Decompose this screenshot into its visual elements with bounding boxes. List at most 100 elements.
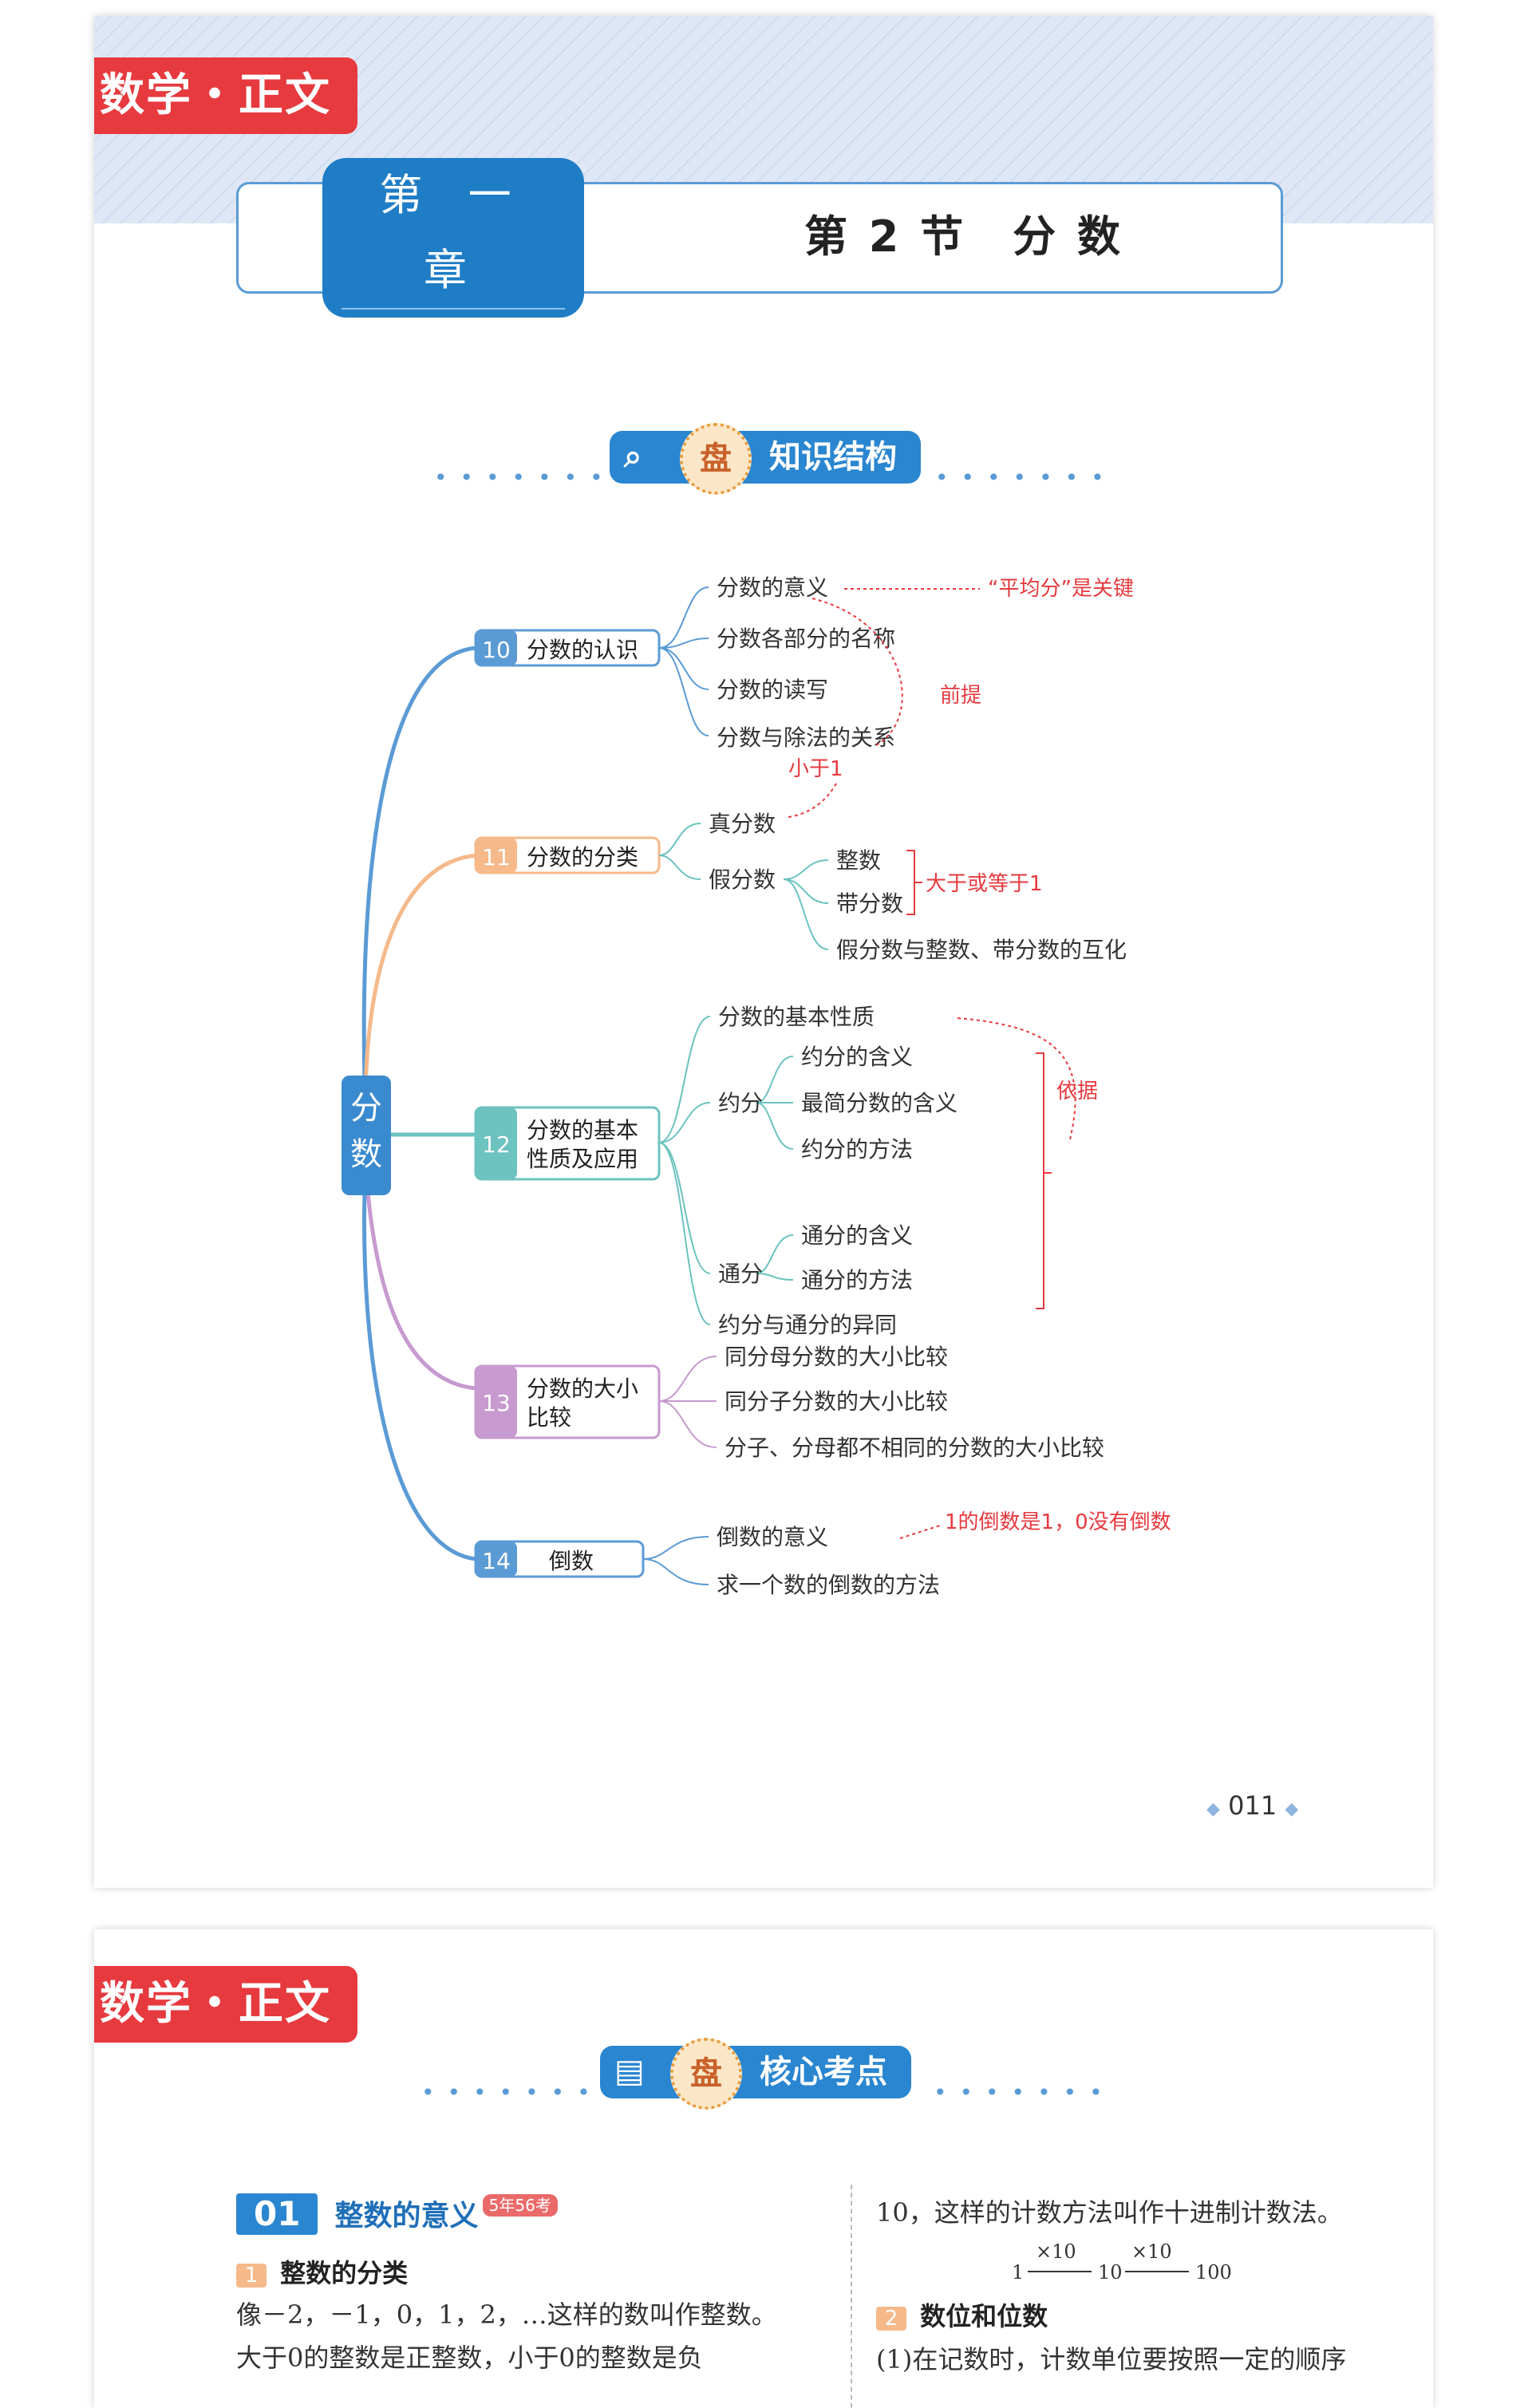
trunk-branch-14	[362, 1164, 476, 1561]
leaf-different-both: 分子、分母都不相同的分数的大小比较	[725, 1435, 1104, 1461]
leaf-common-denominator: 通分	[718, 1261, 763, 1287]
trunk-branch-10	[361, 645, 478, 1108]
subject-tag-2: 数学・正文	[94, 1966, 357, 2043]
branch-node-13: 13 分数的大小 比较	[474, 1364, 661, 1439]
right-column: 10，这样的计数方法叫作十进制计数法。 1 ×10 10 ×10 100 2 数…	[876, 2193, 1419, 2376]
mind-map: 分 数 10 分数的认识 分数的意义 分数各部分的名称 分数的读写 分数与除法的…	[342, 574, 1171, 1598]
sub2-header: 2 数位和位数	[876, 2296, 1419, 2331]
leaf-fraction-part-names: 分数各部分的名称	[717, 626, 895, 652]
formula-times-ten-b: ×10	[1131, 2240, 1172, 2263]
note-reciprocal: 1的倒数是1，0没有倒数	[945, 1510, 1171, 1534]
document-icon: ▤	[614, 2053, 645, 2090]
magnify-doc-icon: ⌕	[624, 438, 642, 475]
dots-right: •••••••	[935, 464, 1117, 491]
section-title: 第 2 节 分 数	[804, 211, 1123, 262]
formula-hundred: 100	[1195, 2261, 1232, 2284]
subject-tag: 数学・正文	[94, 57, 357, 134]
leaf-conversion: 假分数与整数、带分数的互化	[836, 937, 1127, 963]
trunk-branch-13	[363, 1164, 476, 1391]
sub1-title: 整数的分类	[280, 2258, 409, 2288]
column-divider	[851, 2185, 852, 2408]
branch-label-12-line1: 分数的基本	[527, 1117, 638, 1143]
left-column: 01 整数的意义 5年56考 1 整数的分类 像－2，－1，0，1，2，…这样的…	[236, 2193, 843, 2374]
note-basis: 依据	[1056, 1080, 1098, 1103]
leaf-reciprocal-method: 求一个数的倒数的方法	[717, 1572, 940, 1598]
chapter-title: 数的认识	[367, 322, 539, 373]
sub1-text-1: 像－2，－1，0，1，2，…这样的数叫作整数。	[236, 2299, 777, 2330]
trunk-branch-11	[363, 853, 478, 1108]
leaf-reduction: 约分	[718, 1090, 763, 1116]
sub1-text-2: 大于0的整数是正整数，小于0的整数是负	[236, 2343, 703, 2373]
dots-left: •••••••	[434, 464, 616, 491]
leaf-improper-fraction: 假分数	[709, 866, 776, 893]
branch-label-12-line2: 性质及应用	[527, 1146, 638, 1172]
branch-num-12: 12	[482, 1131, 511, 1158]
leaf-common-method: 通分的方法	[801, 1267, 913, 1293]
leaf-simplest-meaning: 最简分数的含义	[801, 1090, 958, 1116]
section-banner-2: ▤ 盘 核心考点	[600, 2038, 911, 2110]
formula-times-ten-a: ×10	[1036, 2240, 1076, 2263]
leaf-fraction-read-write: 分数的读写	[717, 677, 828, 703]
leaf-reduction-method: 约分的方法	[801, 1136, 913, 1163]
leaf-same-numerator: 同分子分数的大小比较	[725, 1388, 948, 1415]
leaf-fraction-meaning: 分数的意义	[717, 574, 828, 601]
branch-num-14: 14	[482, 1548, 511, 1574]
formula-arrow-b	[1125, 2271, 1189, 2272]
root-char-2: 数	[350, 1136, 382, 1173]
topic-title: 整数的意义	[334, 2200, 479, 2232]
topic-number: 01	[236, 2193, 318, 2235]
leaf-same-denominator: 同分母分数的大小比较	[725, 1344, 948, 1370]
branch-label-13-line1: 分数的大小	[527, 1376, 638, 1402]
sub2-title: 数位和位数	[920, 2301, 1048, 2331]
banner-title: 知识结构	[769, 439, 897, 476]
sub1-header: 1 整数的分类	[236, 2253, 843, 2288]
note-premise: 前提	[940, 684, 981, 708]
leaf-reduction-meaning: 约分的含义	[801, 1044, 913, 1070]
pan-badge-2: 盘	[670, 2038, 742, 2110]
topic-header: 01 整数的意义 5年56考	[236, 2193, 843, 2237]
banner-title-2: 核心考点	[760, 2054, 887, 2090]
page-number-text: 011	[1228, 1790, 1277, 1821]
branch-node-12: 12 分数的基本 性质及应用	[474, 1106, 661, 1181]
formula-one: 1	[1012, 2261, 1025, 2284]
branch-node-10: 10 分数的认识	[474, 629, 661, 667]
topic-badge: 5年56考	[482, 2194, 558, 2217]
dots-right-2: •••••••	[934, 2079, 1115, 2106]
branch-label-13-line2: 比较	[527, 1404, 571, 1431]
branch-node-11: 11 分数的分类	[474, 836, 661, 874]
page-number: ◆ 011 ◆	[1206, 1790, 1299, 1821]
sub2-number: 2	[876, 2307, 906, 2331]
decimal-formula: 1 ×10 10 ×10 100	[876, 2237, 1419, 2293]
page-two: 数学・正文 ••••••• ▤ 盘 核心考点 ••••••• 01 整数的意义 …	[94, 1929, 1433, 2408]
right-text-1: 10，这样的计数方法叫作十进制计数法。	[876, 2197, 1343, 2228]
note-average-split: “平均分”是关键	[988, 577, 1134, 601]
branch-label-10: 分数的认识	[527, 637, 638, 663]
leaf-reciprocal-meaning: 倒数的意义	[717, 1524, 828, 1550]
page-one: 数学・正文 第 一 章 数的认识 第 2 节 分 数 ••••••• ⌕ 盘 知…	[94, 16, 1433, 1888]
formula-ten: 10	[1098, 2261, 1123, 2284]
note-gte-one: 大于或等于1	[926, 872, 1043, 896]
branch-label-14: 倒数	[549, 1548, 594, 1574]
leaf-fraction-division: 分数与除法的关系	[717, 724, 895, 751]
branch-label-11: 分数的分类	[527, 844, 638, 870]
chapter-label: 第 一 章 数的认识	[322, 158, 584, 373]
dots-left-2: •••••••	[421, 2079, 603, 2106]
leaf-mixed-number: 带分数	[836, 890, 903, 917]
note-less-than-one: 小于1	[788, 757, 843, 781]
branch-num-11: 11	[482, 844, 511, 870]
leaf-common-meaning: 通分的含义	[801, 1222, 913, 1249]
root-char-1: 分	[350, 1090, 382, 1127]
formula-arrow-a	[1028, 2271, 1092, 2272]
chapter-number: 第 一 章	[342, 158, 565, 310]
branch-num-10: 10	[482, 637, 511, 663]
right-text-2: (1)在记数时，计数单位要按照一定的顺序	[876, 2344, 1347, 2374]
leaf-difference: 约分与通分的异同	[718, 1312, 897, 1338]
branch-node-14: 14 倒数	[474, 1540, 645, 1578]
leaf-integer: 整数	[836, 847, 881, 874]
leaf-proper-fraction: 真分数	[709, 811, 776, 837]
section-banner: ⌕ 盘 知识结构	[610, 423, 921, 495]
root-node: 分 数	[342, 1076, 391, 1195]
pan-badge: 盘	[680, 423, 752, 495]
branch-num-13: 13	[482, 1390, 511, 1416]
leaf-basic-property: 分数的基本性质	[718, 1004, 875, 1030]
